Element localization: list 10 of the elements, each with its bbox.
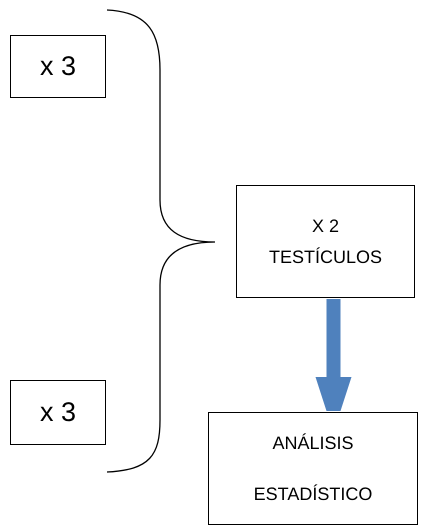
box-label: x 3	[40, 397, 76, 428]
text-box	[236, 185, 415, 298]
box-label: ANÁLISIS	[272, 432, 354, 454]
text-box	[208, 412, 418, 525]
box-label: ESTADÍSTICO	[254, 484, 372, 504]
box-label: TESTÍCULOS	[268, 246, 382, 268]
text-box	[10, 380, 106, 445]
box-label: x 3	[40, 51, 76, 82]
box-label: X 2	[312, 216, 340, 236]
text-box	[10, 35, 106, 98]
